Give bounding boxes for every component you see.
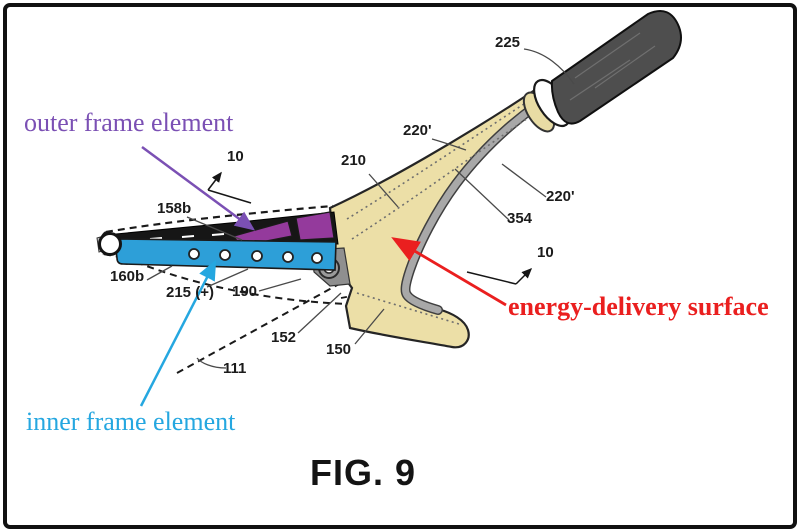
ref-10-arrows bbox=[207, 171, 533, 285]
jaw-tip-loop bbox=[96, 232, 122, 256]
inner-frame-arrow bbox=[139, 259, 217, 407]
label-210: 210 bbox=[341, 152, 367, 169]
label-160b: 160b bbox=[110, 268, 145, 285]
label-220-right: 220' bbox=[546, 188, 575, 205]
label-152: 152 bbox=[271, 329, 297, 346]
label-190: 190 bbox=[232, 283, 258, 300]
label-10-left: 10 bbox=[227, 148, 244, 165]
label-354: 354 bbox=[507, 210, 533, 227]
energy-surface-arrow bbox=[391, 237, 507, 307]
label-225: 225 bbox=[495, 34, 521, 51]
label-150: 150 bbox=[326, 341, 352, 358]
label-220-upper: 220' bbox=[403, 122, 432, 139]
label-158b: 158b bbox=[157, 200, 192, 217]
figure-caption: FIG. 9 bbox=[310, 452, 417, 493]
leader-lines bbox=[146, 48, 575, 369]
outer-frame-element bbox=[233, 211, 335, 247]
label-111: 111 bbox=[223, 360, 247, 377]
label-215: 215 (+) bbox=[166, 284, 214, 301]
label-10-right: 10 bbox=[537, 244, 554, 261]
callout-outer-frame-element: outer frame element bbox=[24, 108, 234, 137]
handle-grip bbox=[550, 10, 682, 125]
callout-inner-frame-element: inner frame element bbox=[26, 407, 236, 436]
outer-frame-arrow bbox=[141, 145, 256, 231]
rivet-holes bbox=[188, 248, 323, 264]
inner-frame-element bbox=[114, 238, 337, 271]
figure-border bbox=[3, 3, 797, 529]
callout-energy-delivery-surface: energy-delivery surface bbox=[508, 292, 769, 321]
shaft-dotted-lines bbox=[346, 95, 537, 325]
